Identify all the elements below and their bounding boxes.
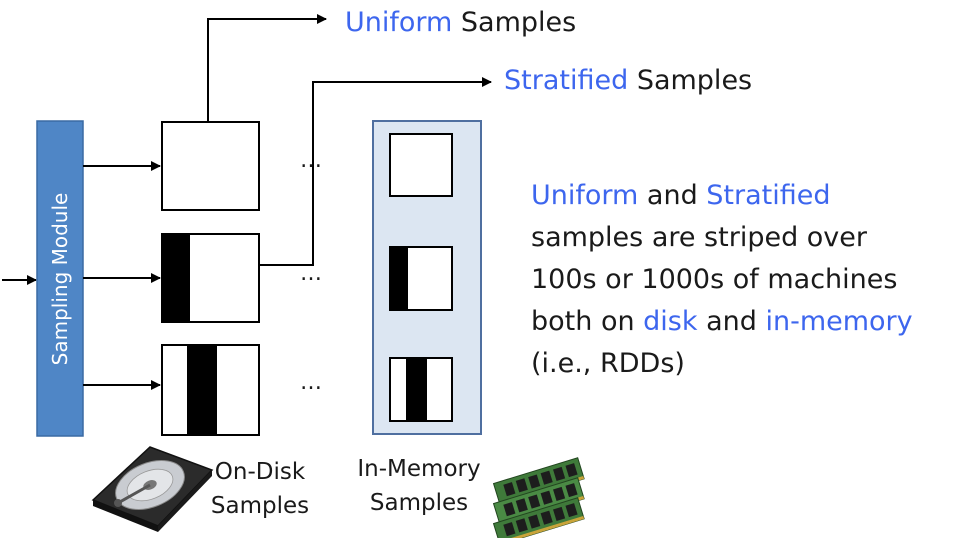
stratified-samples-label: Stratified Samples [504,67,752,94]
disk-sample-stratified-2 [161,344,260,436]
uniform-samples-word: Samples [460,7,577,38]
uniform-word: Uniform [345,7,453,38]
description-disk-word: disk [643,306,698,337]
description-line-5: (i.e., RDDs) [531,348,685,379]
description-both-on: both on [531,306,644,337]
ellipsis-row-2: … [300,261,323,286]
on-disk-caption-line-1: On-Disk [214,459,306,485]
memory-sample-stratified-2 [389,357,453,422]
ellipsis-row-1: … [300,148,323,173]
uniform-output-arrow [207,14,327,122]
description-line-2: samples are striped over [531,222,867,253]
in-memory-caption: In-Memory Samples [345,452,493,520]
description-in-memory-word: in-memory [765,306,913,337]
hard-drive-icon [91,446,214,532]
description-and-1: and [638,180,707,211]
uniform-samples-label: Uniform Samples [345,9,576,36]
in-memory-caption-line-1: In-Memory [357,456,481,482]
disk-sample-uniform [161,121,260,211]
sampling-module-label-box: Sampling Module [37,121,83,436]
description-stratified-word: Stratified [706,180,831,211]
in-memory-caption-line-2: Samples [369,490,469,516]
description-uniform-word: Uniform [531,180,639,211]
disk-sample-stratified-1 [161,233,260,323]
memory-sample-stratified-1 [389,246,453,311]
description-and-2: and [697,306,766,337]
memory-sample-uniform [389,133,453,197]
sampling-module-label: Sampling Module [48,192,72,365]
description-text: Uniform and Stratified samples are strip… [531,175,913,385]
description-line-4: both on disk and in-memory [531,301,913,343]
stratified-samples-word: Samples [636,65,753,96]
on-disk-caption: On-Disk Samples [205,455,315,523]
description-line-3: 100s or 1000s of machines [531,264,898,295]
on-disk-caption-line-2: Samples [210,493,310,519]
stratified-output-arrow [259,77,492,266]
memory-module-icon [492,457,585,542]
description-line-1: Uniform and Stratified [531,175,913,217]
stratified-word: Stratified [504,65,629,96]
ellipsis-row-3: … [300,370,323,395]
